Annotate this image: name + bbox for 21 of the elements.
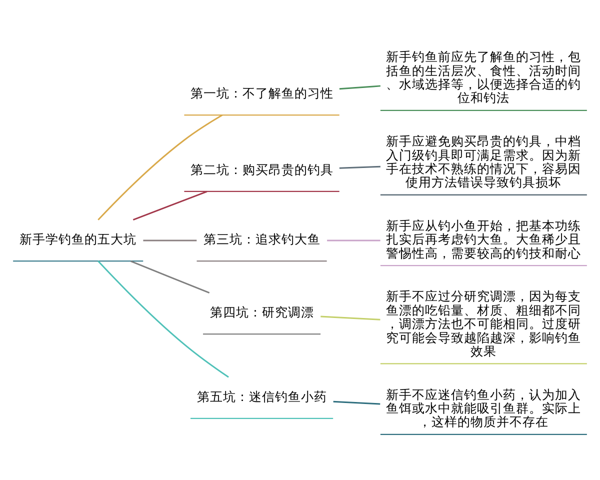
node-text: 第五坑：迷信钓鱼小药 [196, 390, 327, 404]
connector [327, 239, 380, 241]
connector [333, 400, 380, 404]
node-text: 第一坑：不了解鱼的习性 [190, 86, 334, 100]
node-text: 新手不应迷信钓鱼小药，认为加入鱼饵或水中就能吸引鱼群。实际上，这样的物质并不存在 [386, 386, 582, 429]
node-text: 新手不应过分研究调漂，因为每支鱼漂的吃铅量、材质、粗细都不同，调漂方法也不可能相同。过度研究可能会导致越陷越深，影响钓鱼效果 [386, 288, 582, 358]
connector [339, 84, 380, 90]
node-text: 第二坑：购买昂贵的钓具 [190, 162, 334, 177]
node-text: 第四坑：研究调漂 [210, 305, 314, 320]
node-text: 新手学钓鱼的五大坑 [20, 232, 137, 246]
connector [143, 239, 197, 241]
node-text: 新手钓鱼前应先了解鱼的习性，包括鱼的生活层次、食性、活动时间、水域选择等，以便选择合适的钓位和钓法 [386, 48, 582, 105]
connector [320, 315, 380, 320]
node-text: 第三坑：追求钓大鱼 [203, 232, 320, 246]
connector [132, 190, 208, 220]
connector [98, 260, 229, 378]
connector [339, 165, 380, 168]
node-text: 新手应避免购买昂贵的钓具，中档入门级钓具即可满足需求。因为新手在技术不熟练的情况下，容易因使用方法错误导致钓具损坏 [386, 133, 582, 190]
connector [98, 114, 223, 220]
node-text: 新手应从钓小鱼开始，把基本功练扎实后再考虑钓大鱼。大鱼稀少且警惕性高，需要较高的钓技和耐心 [386, 218, 582, 260]
connector [130, 260, 210, 294]
